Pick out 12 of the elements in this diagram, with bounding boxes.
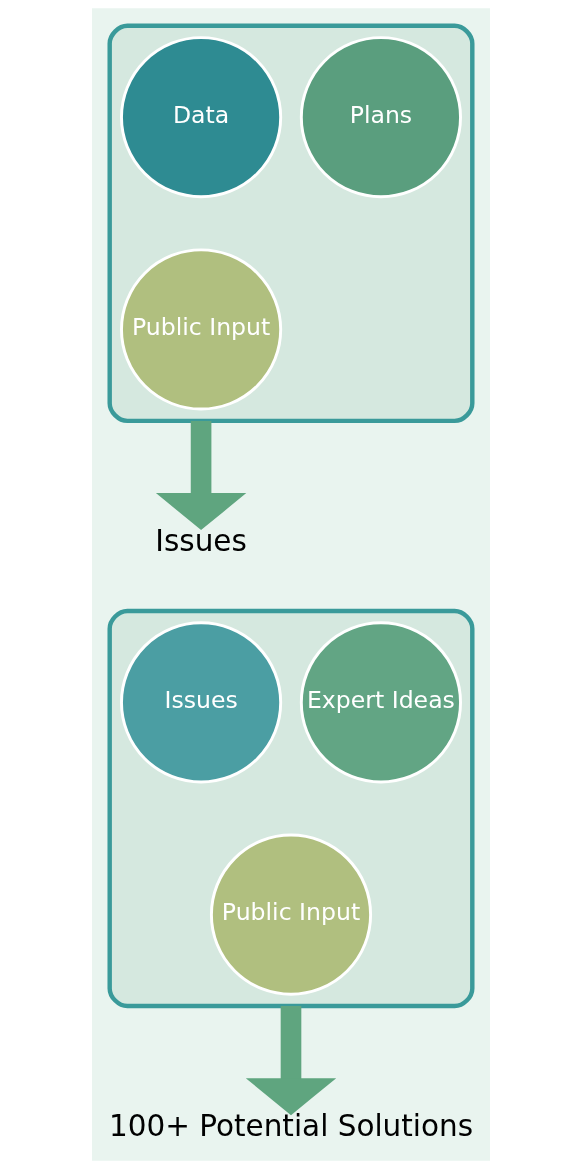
node-circle: Data bbox=[120, 36, 283, 199]
cluster bbox=[107, 23, 475, 424]
cluster bbox=[107, 608, 475, 1009]
node-circle: Public Input bbox=[120, 248, 283, 411]
node-text: 100+ Potential Solutions bbox=[108, 1108, 474, 1143]
node-circle: Public Input bbox=[209, 833, 373, 996]
node-circle: Plans bbox=[299, 36, 462, 199]
node-circle: Expert Ideas bbox=[299, 621, 462, 784]
arrow bbox=[245, 1006, 337, 1116]
arrow bbox=[155, 420, 247, 530]
node-text: Issues bbox=[155, 523, 247, 558]
node-circle: Issues bbox=[120, 621, 283, 784]
